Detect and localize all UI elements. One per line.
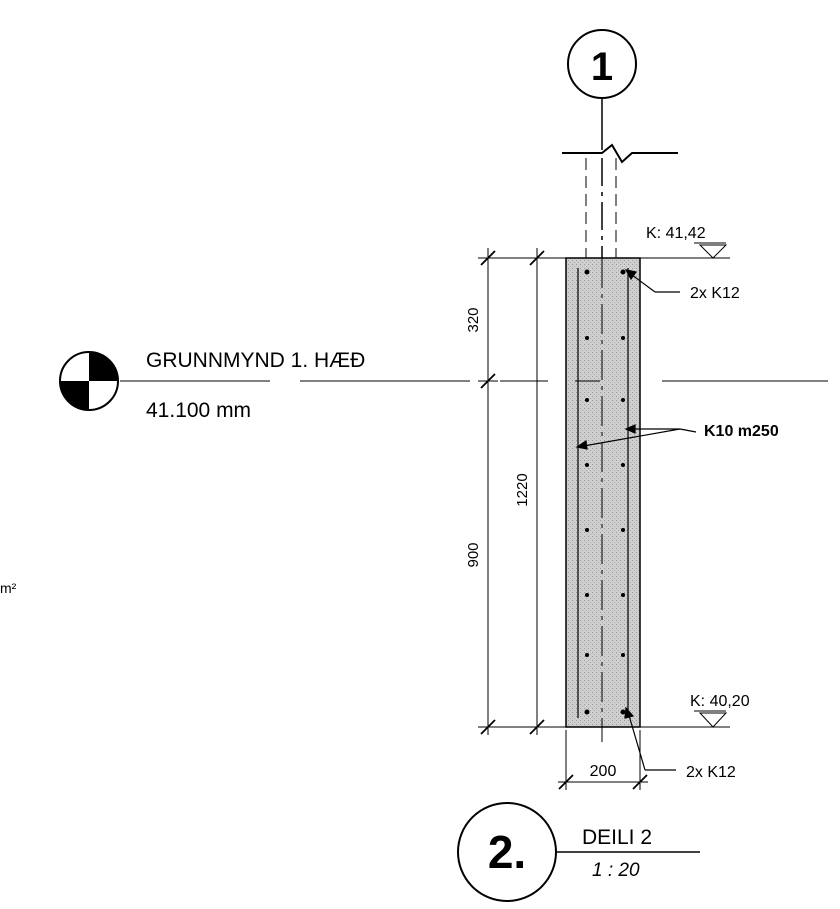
rebar-bottom-label: 2x K12 [686,764,736,781]
level-elevation: 41.100 mm [146,399,251,422]
elevation-top-marker [640,242,730,259]
level-marker-icon [59,351,119,411]
dimension-bottom-label: 900 [465,542,482,567]
detail-scale: 1 : 20 [592,860,640,881]
elevation-top-label: K: 41,42 [646,225,706,242]
dimension-line-inner [529,248,545,735]
break-line [562,143,678,164]
grid-bubble-1: 1 [567,29,637,150]
elevation-bottom-label: K: 40,20 [690,693,750,710]
detail-number: 2. [488,826,526,878]
elevation-bottom-marker [640,710,730,728]
grid-label: 1 [591,45,613,89]
margin-note: m² [0,580,17,596]
dimension-top-label: 320 [465,307,482,332]
rebar-stirrup-leader [575,424,697,450]
level-name: GRUNNMYND 1. HÆÐ [146,349,365,372]
rebar-top-leader [624,269,680,293]
rebar-stirrup-label: K10 m250 [704,423,779,440]
detail-title: DEILI 2 [582,826,652,849]
column-above-dashed [585,158,617,258]
dimension-line-width [558,730,648,790]
dimension-width-label: 200 [590,763,617,780]
dimension-total-label: 1220 [514,473,531,506]
rebar-top-label: 2x K12 [690,285,740,302]
detail-bubble [457,802,700,902]
concrete-column [565,257,641,742]
dimension-line-outer [478,248,566,735]
rebar-bottom-leader [624,706,676,771]
